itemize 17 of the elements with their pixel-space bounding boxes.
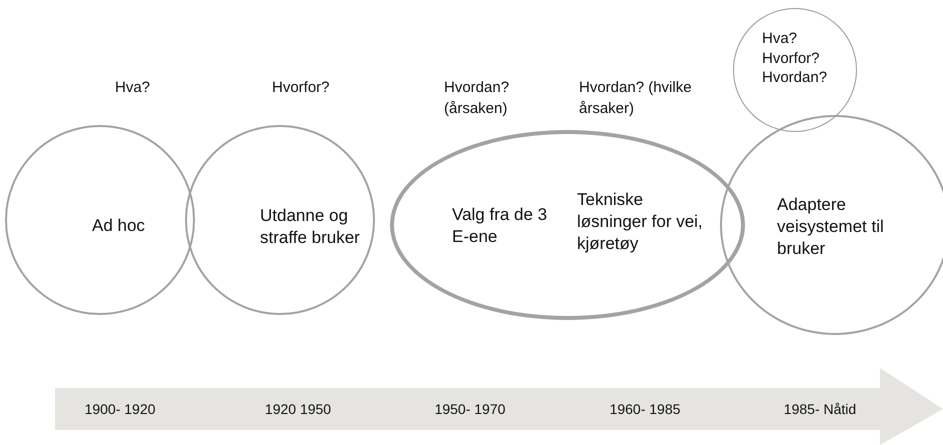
date-label: 1960- 1985 <box>610 401 680 417</box>
date-label: 1900- 1920 <box>84 401 156 417</box>
question-label: Hvordan? (hvilke årsaker) <box>579 78 693 119</box>
circle-label: Tekniske løsninger for vei, kjøretøy <box>577 189 704 256</box>
circle-label: Adaptere veisystemet til bruker <box>777 194 885 260</box>
date-label: 1985- Nåtid <box>784 401 856 417</box>
question-label: Hva? <box>115 78 152 98</box>
circle-label: Utdanne og straffe bruker <box>260 205 361 250</box>
circle-shape <box>720 115 943 335</box>
date-label: 1920 1950 <box>264 401 332 417</box>
circle-label: Ad hoc <box>92 215 146 237</box>
question-label: Hvordan? (årsaken) <box>444 78 510 119</box>
circle-label: Hva? Hvorfor? Hvordan? <box>762 29 828 88</box>
date-label: 1950- 1970 <box>434 401 506 417</box>
circle-shape <box>733 8 857 132</box>
circle-label: Valg fra de 3 E-ene <box>452 204 548 248</box>
question-label: Hvorfor? <box>272 78 331 98</box>
